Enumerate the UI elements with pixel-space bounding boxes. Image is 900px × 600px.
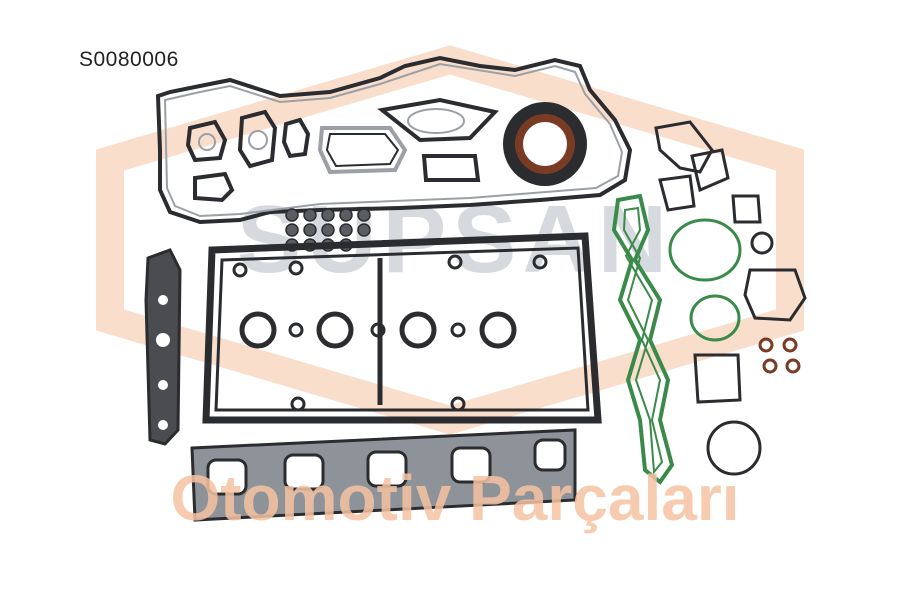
o-rings-and-seals: [654, 120, 807, 476]
cylinder-head-gasket: [202, 232, 602, 424]
exhaust-manifold-gasket: [190, 428, 577, 522]
timing-cover-gasket: [155, 55, 633, 225]
turbo-flange-gaskets: [317, 97, 499, 182]
product-code: S0080006: [79, 48, 179, 71]
crankshaft-seal: [503, 102, 587, 186]
small-flange-gaskets: [185, 109, 311, 203]
intake-manifold-gasket: [611, 193, 675, 485]
watermark-tagline: Otomotiv Parçaları: [170, 462, 739, 534]
side-cover-gasket: [144, 248, 182, 446]
timing-cover-gasket-inner: [163, 62, 624, 218]
